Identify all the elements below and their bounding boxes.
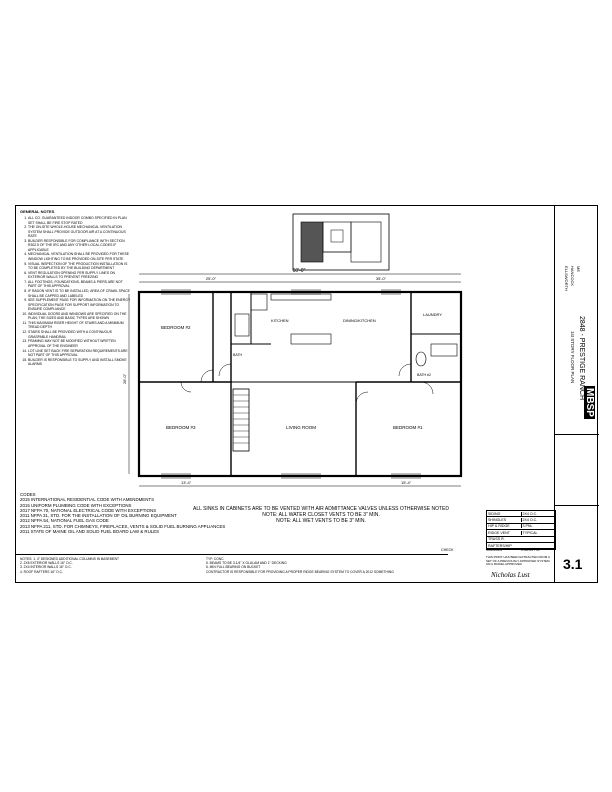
- general-notes: GENERAL NOTES ALL CO. GUARANTEED INDOOR …: [20, 209, 132, 367]
- dim-top-left: 25'-0": [206, 276, 217, 281]
- schedule-row: TRUSS R.: [487, 537, 555, 543]
- dim-left: 28'-0": [122, 373, 127, 384]
- venting-note-line1: ALL SINKS IN CABINETS ARE TO BE VENTED W…: [193, 506, 449, 512]
- general-note-item: INDIVIDUAL DOORS AND WINDOWS ARE SPECIFI…: [28, 312, 132, 321]
- schedule-cell: TYPICAL: [520, 530, 556, 535]
- dim-bottom-left: 13'-4": [181, 480, 192, 485]
- sheet-description: 1st STORY FLOOR PLAN: [570, 331, 575, 384]
- code-item: 2013 NFPA 211, STD. FOR CHIMNEYS, FIREPL…: [20, 523, 226, 529]
- signature: Nicholas Lust: [491, 571, 530, 579]
- code-item: 2012 NFPA 54, NATIONAL FUEL GAS CODE: [20, 518, 109, 524]
- dim-top-right: 35'-0": [376, 276, 387, 281]
- client-state: ME: [576, 266, 581, 272]
- room-dining: DINING/KITCHEN: [343, 318, 376, 323]
- bottom-notes: NOTES: 1. 4" DESIGNED ADDITIONAL COLUMNS…: [16, 554, 448, 583]
- schedule-cell: 2X4 O.C.: [520, 511, 556, 516]
- schedule-row: HIP & RIDGE 3 PNL: [487, 524, 556, 531]
- room-laundry: LAUNDRY: [423, 312, 442, 317]
- room-bath-2: BATH #2: [417, 373, 431, 377]
- key-plan: [292, 213, 390, 271]
- title-block: 2848 - PRESTIGE RANCH 1st STORY FLOOR PL…: [554, 206, 599, 582]
- time-value: 1:55:59 PM: [521, 548, 540, 552]
- code-item: 2011 STATE OF MAINE OIL AND SOLID FUEL B…: [20, 529, 160, 535]
- code-item: 2017 NFPA 70, NATIONAL ELECTRICAL CODE W…: [20, 507, 157, 513]
- client-county: HANCOCK: [570, 266, 575, 287]
- bottom-note-line: CONTRACTOR IS RESPONSIBLE FOR PROVIDING …: [206, 569, 394, 574]
- general-note-item: STAIRS SHALL BE PROVIDED WITH A CONTINUO…: [28, 330, 132, 339]
- room-bedroom-1: BEDROOM #1: [393, 425, 423, 430]
- schedule-row: RIDGE VENT TYPICAL: [487, 530, 556, 537]
- dim-top-overall: 60'-0": [293, 268, 306, 274]
- bottom-note-line: 3. 2X4 INTERIOR WALLS 16" O.C.: [20, 565, 72, 570]
- venting-note-line2: NOTE: ALL WATER CLOSET VENTS TO BE 3" MI…: [262, 512, 380, 518]
- bottom-note-line: 2. 2X6 EXTERIOR WALLS 16" O.C.: [20, 561, 73, 566]
- general-note-item: SEE SUPPLEMENT PAGE FOR INFORMATION ON T…: [28, 298, 132, 311]
- general-note-item: THIS MAXIMUM RISER HEIGHT OF STAIRS AND …: [28, 321, 132, 330]
- title-block-grid: [555, 434, 599, 506]
- schedule-cell: 3 PNL: [520, 524, 556, 529]
- general-notes-title: GENERAL NOTES: [20, 209, 55, 214]
- date-value: 10/2/2024: [486, 548, 502, 552]
- sheet-number: 3.1: [563, 556, 583, 572]
- bottom-note-line: TYP. CONC.: [206, 557, 225, 561]
- general-notes-list: ALL CO. GUARANTEED INDOOR COMBO SPECIFIE…: [20, 216, 132, 366]
- code-item: 2015 UNIFORM PLUMBING CODE WITH EXCEPTIO…: [20, 502, 132, 508]
- room-bedroom-2: BEDROOM #2: [161, 325, 191, 330]
- general-note-item: VISUAL INSPECTION OF THE PRODUCTION INST…: [28, 262, 132, 271]
- general-note-item: FRAMING MAY NOT BE MODIFIED WITHOUT WRIT…: [28, 339, 132, 348]
- general-note-item: IF RADON VENT IS TO BE INSTALLED, AREA O…: [28, 289, 132, 298]
- company-logo: MBSP: [584, 386, 595, 419]
- schedule-row: RAFTERS/HIP: [487, 543, 555, 550]
- general-note-item: THE ON-SITE WHOLE-HOUSE MECHANICAL VENTI…: [28, 225, 132, 238]
- bottom-note-line: 5. BEAMS TO BE 3-1/4" X GLULAM AND 1" DE…: [206, 561, 287, 566]
- schedule-row: SIDING 2X4 O.C.: [487, 511, 556, 518]
- client-town: ELLSWORTH: [564, 266, 569, 291]
- schedule-cell: 2X4 O.C.: [520, 518, 556, 523]
- check-label: CHECK: [441, 548, 454, 552]
- room-bath: BATH: [233, 353, 243, 357]
- room-bedroom-3: BEDROOM #3: [166, 425, 196, 430]
- general-note-item: BUILDER IS RESPONSIBLE TO SUPPLY AND INS…: [28, 358, 132, 367]
- schedule-cell: RAFTERS/HIP: [488, 543, 512, 548]
- venting-note-line3: NOTE: ALL WET VENTS TO BE 3" MIN.: [276, 518, 366, 524]
- schedule-cell: SIDING: [488, 511, 501, 516]
- dim-bottom-right: 15'-4": [401, 480, 412, 485]
- general-note-item: BUILDER RESPONSIBLE FOR COMPLIANCE WITH …: [28, 239, 132, 252]
- general-note-item: LOT LINE SET BACK FIRE SEPARATION REQUIR…: [28, 349, 132, 358]
- codes-title: CODES: [20, 492, 36, 497]
- general-note-item: VENT REGULATION OPENING PER SUPPLY LINES…: [28, 271, 132, 280]
- schedule-row: SHINGLES 2X4 O.C.: [487, 517, 556, 524]
- bottom-note-line: 6. MIN FULL BEARING ON BUCKET: [206, 565, 261, 570]
- room-living: LIVING ROOM: [286, 425, 316, 430]
- general-note-item: ALL FOOTINGS, FOUNDATIONS, BEAMS & PIERS…: [28, 280, 132, 289]
- bottom-note-line: 4. ROOF RAFTERS 16" O.C.: [20, 569, 63, 574]
- room-kitchen: KITCHEN: [271, 318, 289, 323]
- bottom-note-line: NOTES: 1. 4" DESIGNED ADDITIONAL COLUMNS…: [20, 557, 120, 561]
- schedule-cell: SHINGLES: [488, 518, 507, 523]
- stamp-note: THIS PRINT HAS BEEN EXTRACTED FROM A SET…: [486, 555, 550, 567]
- code-item: 2011 NFPA 31, STD. FOR THE INSTALLATION …: [20, 513, 177, 519]
- venting-note: ALL SINKS IN CABINETS ARE TO BE VENTED W…: [166, 506, 476, 524]
- schedule-cell: RIDGE VENT: [488, 530, 510, 535]
- general-note-item: MECHANICAL VENTILATION SHALL BE PROVIDED…: [28, 252, 132, 261]
- floor-plan: 60'-0" 25'-0" 35'-0" 28'-0" 13'-4" 15'-4…: [122, 268, 463, 487]
- drawing-sheet: GENERAL NOTES ALL CO. GUARANTEED INDOOR …: [15, 205, 599, 583]
- general-note-item: ALL CO. GUARANTEED INDOOR COMBO SPECIFIE…: [28, 216, 132, 225]
- schedule-cell: HIP & RIDGE: [488, 524, 510, 529]
- code-item: 2015 INTERNATIONAL RESIDENTIAL CODE WITH…: [20, 497, 155, 503]
- schedule-cell: TRUSS R.: [488, 537, 505, 542]
- codes-list: CODES 2015 INTERNATIONAL RESIDENTIAL COD…: [20, 492, 260, 534]
